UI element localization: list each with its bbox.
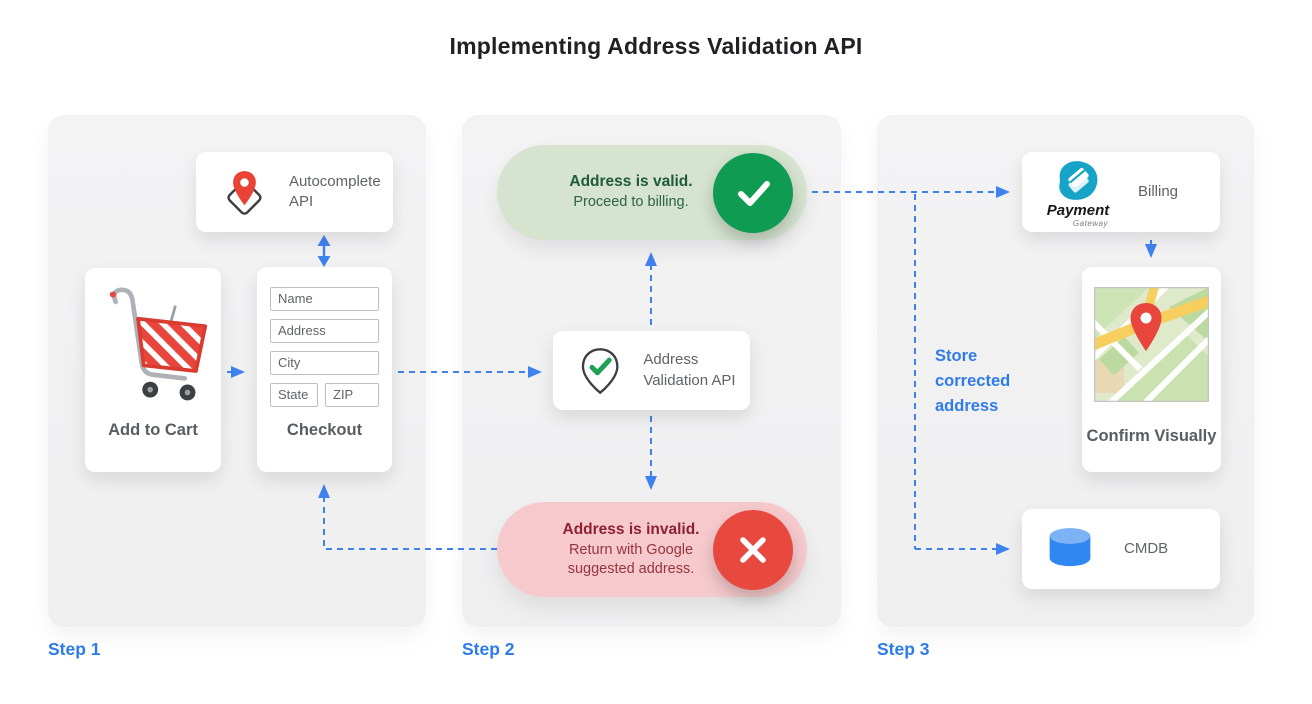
address-validation-api-card: Address Validation API xyxy=(553,331,750,410)
autocomplete-api-card: Autocomplete API xyxy=(196,152,393,232)
validation-pin-icon xyxy=(581,347,619,394)
checkout-card: Name Address City State ZIP Checkout xyxy=(257,267,392,472)
map-thumbnail xyxy=(1094,287,1209,402)
state-field: State xyxy=(270,383,318,407)
autocomplete-api-label: Autocomplete API xyxy=(288,172,381,210)
valid-title: Address is valid. xyxy=(569,173,693,191)
billing-label: Billing xyxy=(1138,182,1179,200)
confirm-visually-card: Confirm Visually xyxy=(1082,267,1221,472)
payment-gateway-logo: Payment Gateway xyxy=(1042,157,1114,228)
zip-field: ZIP xyxy=(325,383,379,407)
confirm-visually-label: Confirm Visually xyxy=(1086,427,1217,445)
page-title: Implementing Address Validation API xyxy=(449,33,863,59)
address-validation-api-label: Address Validation API xyxy=(643,351,736,389)
address-field: Address xyxy=(270,319,379,343)
cmdb-label: CMDB xyxy=(1124,539,1169,557)
checkout-label: Checkout xyxy=(286,421,363,439)
invalid-title: Address is invalid. xyxy=(562,520,700,538)
shopping-cart-icon xyxy=(109,287,208,401)
x-icon xyxy=(713,509,793,590)
valid-subtitle: Proceed to billing. xyxy=(573,194,689,211)
autocomplete-pin-icon xyxy=(227,171,262,215)
payment-gateway-icon xyxy=(1059,160,1098,200)
check-icon xyxy=(713,152,793,233)
step2-label: Step 2 xyxy=(462,639,515,659)
address-invalid-pill: Address is invalid. Return with Google s… xyxy=(497,502,807,597)
billing-card: Payment Gateway Billing xyxy=(1022,152,1220,232)
add-to-cart-label: Add to Cart xyxy=(108,421,198,439)
city-field: City xyxy=(270,351,379,375)
address-valid-pill: Address is valid. Proceed to billing. xyxy=(497,145,807,240)
database-icon xyxy=(1049,528,1091,567)
step3-label: Step 3 xyxy=(877,639,930,659)
payment-logo-title: Payment xyxy=(1046,201,1110,219)
step1-label: Step 1 xyxy=(48,639,101,659)
store-corrected-address-note: Store corrected address xyxy=(935,347,1011,415)
payment-logo-subtitle: Gateway xyxy=(1072,218,1108,228)
add-to-cart-card: Add to Cart xyxy=(85,268,221,472)
name-field: Name xyxy=(270,287,379,311)
invalid-subtitle: Return with Google suggested address. xyxy=(567,541,695,577)
cmdb-card: CMDB xyxy=(1022,509,1220,589)
